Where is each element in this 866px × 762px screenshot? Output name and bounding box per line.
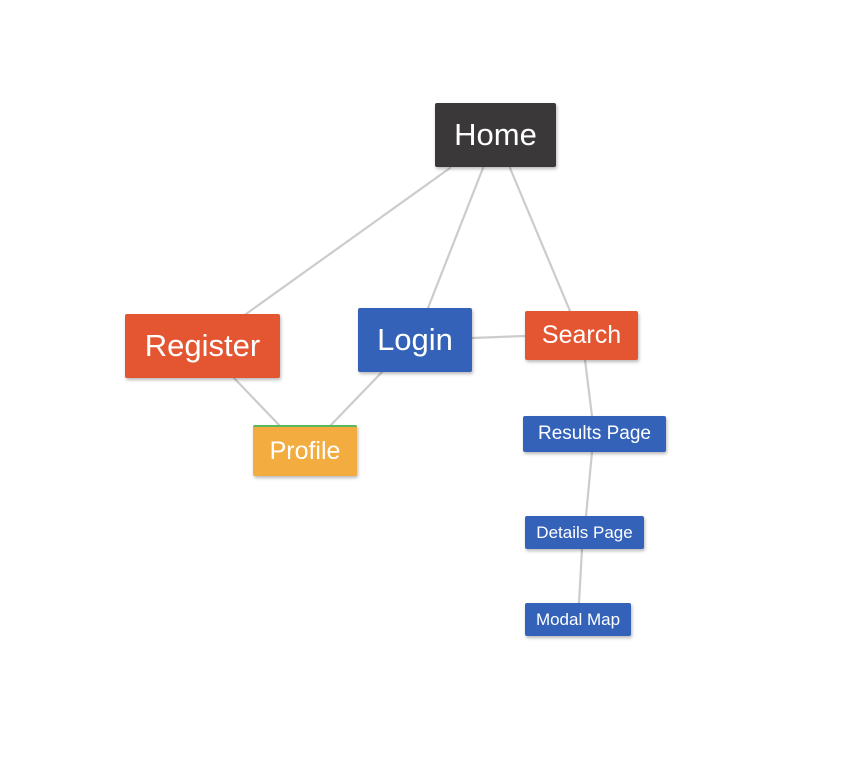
node-results-page-label: Results Page <box>537 423 651 444</box>
edge-home-search <box>508 166 572 313</box>
edge-details-modal <box>577 547 584 605</box>
edge-home-login <box>426 166 485 310</box>
node-search[interactable]: Search <box>525 311 638 360</box>
node-login[interactable]: Login <box>358 308 472 372</box>
node-profile-label: Profile <box>269 437 341 465</box>
node-details-page[interactable]: Details Page <box>525 516 644 549</box>
edge-login-search <box>470 334 527 340</box>
node-modal-map[interactable]: Modal Map <box>525 603 631 636</box>
edge-register-profile <box>232 376 281 427</box>
node-login-label: Login <box>377 322 453 357</box>
node-modal-map-label: Modal Map <box>535 609 621 629</box>
edge-login-profile <box>329 370 384 427</box>
node-results-page[interactable]: Results Page <box>523 416 666 452</box>
node-profile[interactable]: Profile <box>253 425 357 476</box>
node-register-label: Register <box>144 328 261 363</box>
node-home-label: Home <box>454 117 537 152</box>
edge-results-details <box>584 450 594 518</box>
node-search-label: Search <box>541 321 622 349</box>
edge-home-register <box>244 166 452 316</box>
node-register[interactable]: Register <box>125 314 280 378</box>
node-details-page-label: Details Page <box>536 522 633 542</box>
node-home[interactable]: Home <box>435 103 556 167</box>
edge-search-results <box>583 358 594 418</box>
